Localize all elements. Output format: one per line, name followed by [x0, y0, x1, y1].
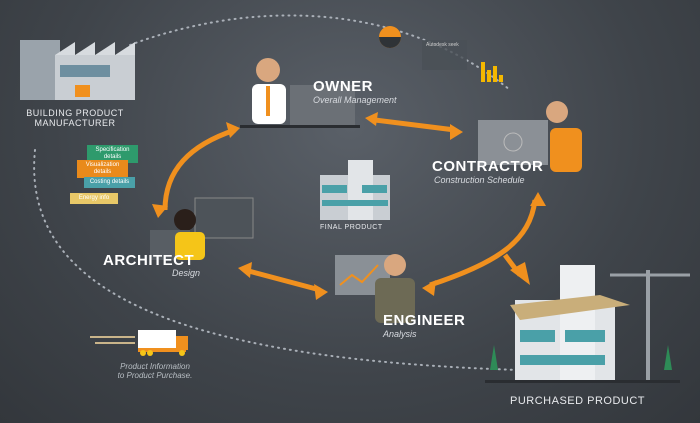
final-product-illustration	[320, 160, 390, 220]
contractor-subtitle: Construction Schedule	[434, 175, 525, 185]
manufacturer-label: BUILDING PRODUCT MANUFACTURER	[26, 108, 124, 128]
dotted-path-top	[129, 14, 511, 91]
info-card-visualization: Visualization details	[77, 160, 128, 178]
owner-subtitle: Overall Management	[313, 95, 397, 105]
info-card-costing: Costing details	[84, 177, 135, 188]
contractor-title: CONTRACTOR	[432, 158, 544, 175]
truck-caption: Product Information to Product Purchase.	[100, 362, 210, 380]
dotted-path-bottom	[33, 149, 521, 371]
info-card-energy: Energy info	[70, 193, 118, 204]
purchased-product-illustration	[485, 265, 690, 383]
truck-icon	[90, 330, 188, 356]
pie-chart-icon	[379, 26, 401, 48]
owner-title: OWNER	[313, 78, 373, 95]
final-product-label: FINAL PRODUCT	[320, 224, 383, 231]
truck-caption-line1: Product Information	[120, 362, 190, 371]
engineer-subtitle: Analysis	[383, 329, 417, 339]
owner-illustration	[240, 58, 360, 128]
architect-title: ARCHITECT	[103, 252, 195, 269]
architect-illustration	[150, 197, 254, 260]
seek-panel	[422, 40, 467, 70]
contractor-illustration	[478, 101, 582, 172]
engineer-illustration	[335, 254, 415, 323]
seek-label: Autodesk seek	[426, 42, 459, 48]
factory-illustration	[20, 40, 135, 100]
arrow-heads	[152, 112, 546, 300]
truck-caption-line2: to Product Purchase.	[117, 371, 193, 380]
purchased-product-label: PURCHASED PRODUCT	[510, 395, 646, 407]
bar-chart-icon	[481, 62, 503, 82]
engineer-title: ENGINEER	[383, 312, 466, 329]
architect-subtitle: Design	[172, 268, 201, 278]
info-card-specification: Specification details	[87, 145, 138, 163]
